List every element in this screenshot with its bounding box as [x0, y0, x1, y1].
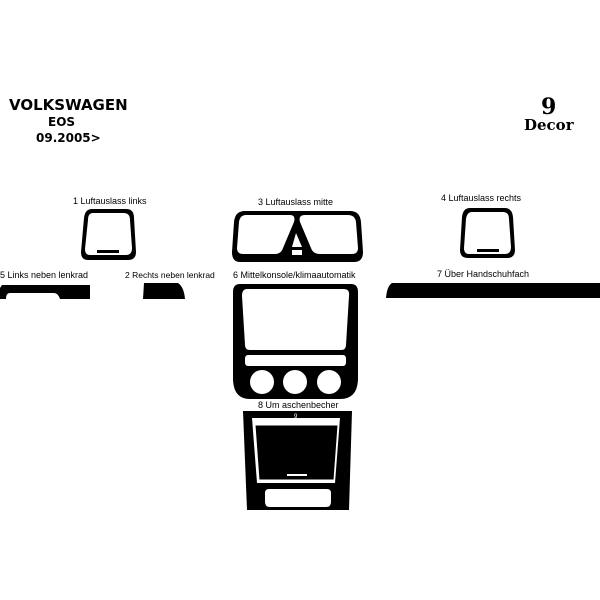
part-8-ashtray-surround [243, 411, 352, 510]
part-4-vent-right [460, 208, 515, 258]
brand-name: VOLKSWAGEN [9, 96, 128, 114]
model-date: 09.2005> [36, 131, 101, 145]
label-part-4: 4 Luftauslass rechts [441, 193, 522, 203]
model-name: EOS [48, 115, 76, 129]
label-part-3: 3 Luftauslass mitte [258, 197, 334, 207]
part-3-center-slot [292, 250, 302, 255]
part-3-slot-right [322, 251, 342, 254]
finish-name: Decor [524, 116, 574, 134]
part-3-slot-left [252, 251, 272, 254]
label-part-9: 9 [294, 414, 298, 420]
part-6-knob-left [250, 370, 274, 394]
label-part-2: 2 Rechts neben lenkrad [125, 270, 215, 280]
label-part-6: 6 Mittelkonsole/klimaautomatik [233, 270, 356, 280]
part-4-slot [477, 249, 499, 252]
part-7-above-glovebox [386, 283, 600, 298]
label-part-7: 7 Über Handschuhfach [437, 269, 530, 279]
label-part-1: 1 Luftauslass links [73, 196, 147, 206]
piece-count: 9 [541, 94, 557, 120]
part-5-left-of-steering [0, 285, 90, 299]
label-part-8: 8 Um aschenbecher [258, 400, 339, 410]
part-6-knob-right [317, 370, 341, 394]
part-9-ashtray-insert [254, 424, 339, 481]
label-part-5: 5 Links neben lenkrad [0, 270, 89, 280]
part-3-vent-center [232, 211, 363, 262]
part-1-slot [97, 250, 119, 253]
part-6-knob-center [283, 370, 307, 394]
part-9-slot [287, 474, 307, 476]
part-2-right-of-steering [143, 283, 185, 299]
part-1-vent-left [81, 209, 136, 260]
